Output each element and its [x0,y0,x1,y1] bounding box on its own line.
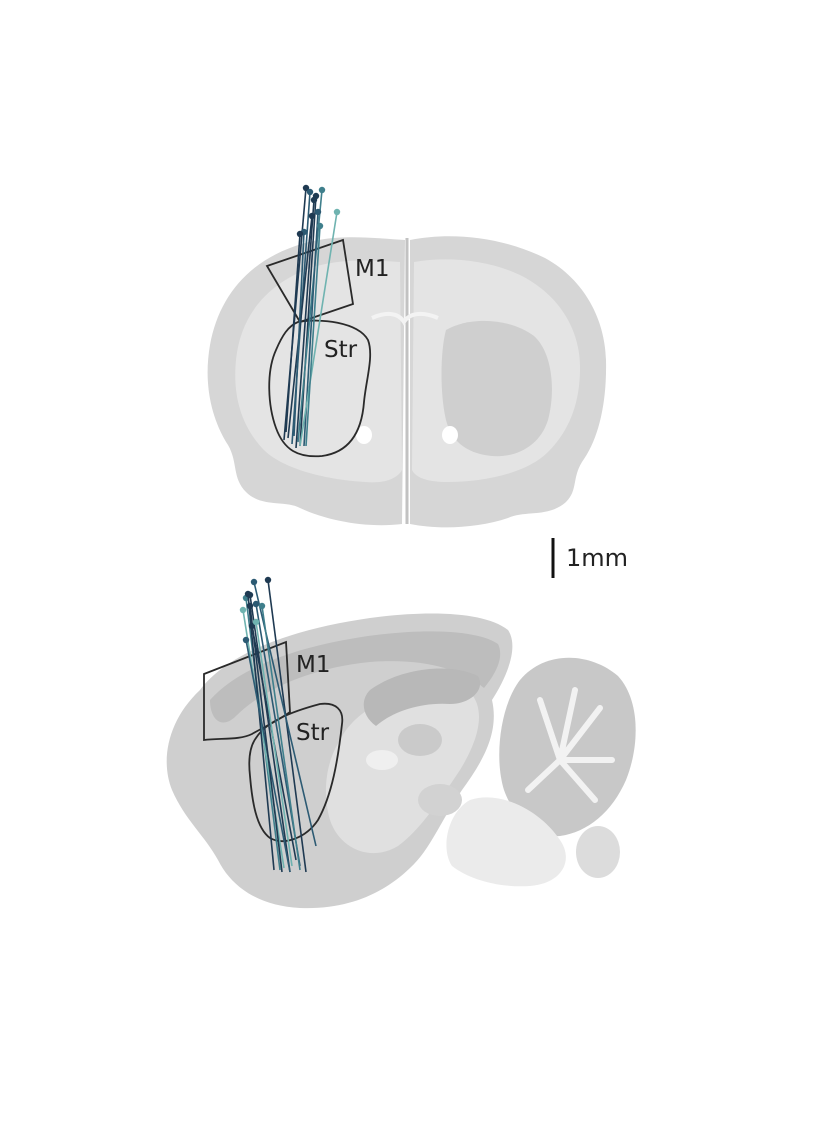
coronal-probe-entry-point [306,188,314,196]
scale-bar-label: 1mm [566,544,628,572]
coronal-str-label: Str [324,337,358,363]
sagittal-midbrain [325,689,479,854]
sagittal-probe-entry-point [250,578,258,586]
coronal-probe-track [305,225,321,447]
sagittal-ventricle [366,750,398,770]
coronal-probe-entry-point [318,186,326,194]
sagittal-nucleus-1 [398,724,442,756]
sagittal-probe-track [261,605,301,871]
coronal-probe-entry-point [296,230,304,238]
sagittal-probe-track [247,593,275,871]
coronal-probe-track [299,195,317,447]
coronal-probe-entry-point [314,208,322,216]
coronal-right-ventricle [442,426,458,444]
sagittal-probe-tracks [239,576,317,873]
coronal-probe-track [297,189,323,443]
sagittal-probe-track [242,609,285,869]
scale-bar: 1mm [551,538,628,578]
coronal-section: M1 Str [207,184,607,528]
coronal-probe-track [295,199,315,449]
coronal-probe-track [299,211,338,447]
sagittal-m1-label: M1 [296,652,330,678]
sagittal-probe-entry-point [239,606,247,614]
coronal-left-ventricle [356,426,372,444]
coronal-probe-track [285,233,301,433]
coronal-probe-track [293,231,305,437]
sagittal-str-outline [248,702,344,842]
coronal-probe-entry-point [316,222,324,230]
sagittal-nucleus-2 [418,784,462,816]
sagittal-probe-entry-point [264,576,272,584]
sagittal-probe-track [255,621,293,867]
sagittal-probe-entry-point [252,600,260,608]
sagittal-brainstem [446,797,566,887]
coronal-probe-entry-point [333,208,341,216]
sagittal-probe-track [249,594,291,873]
coronal-right-striatum-shade [441,320,552,457]
sagittal-probe-track [249,605,283,873]
coronal-m1-label: M1 [355,256,389,282]
sagittal-section: M1 Str [166,576,636,909]
sagittal-pons [576,826,620,878]
sagittal-probe-entry-point [258,602,266,610]
coronal-str-outline [268,319,372,458]
sagittal-cortex-band [210,631,501,723]
sagittal-probe-entry-point [242,636,250,644]
coronal-m1-outline [265,238,355,324]
coronal-probe-tracks [283,184,341,449]
sagittal-probe-entry-point [246,602,254,610]
sagittal-cerebellum-arbor [525,687,615,803]
coronal-left-inner [235,260,402,483]
sagittal-str-label: Str [296,720,330,746]
sagittal-probe-entry-point [252,618,260,626]
sagittal-hippocampus [363,668,481,726]
sagittal-probe-entry-point [244,590,252,598]
coronal-probe-entry-point [302,184,310,192]
coronal-probe-entry-point [310,196,318,204]
coronal-corpus-callosum [371,311,439,326]
